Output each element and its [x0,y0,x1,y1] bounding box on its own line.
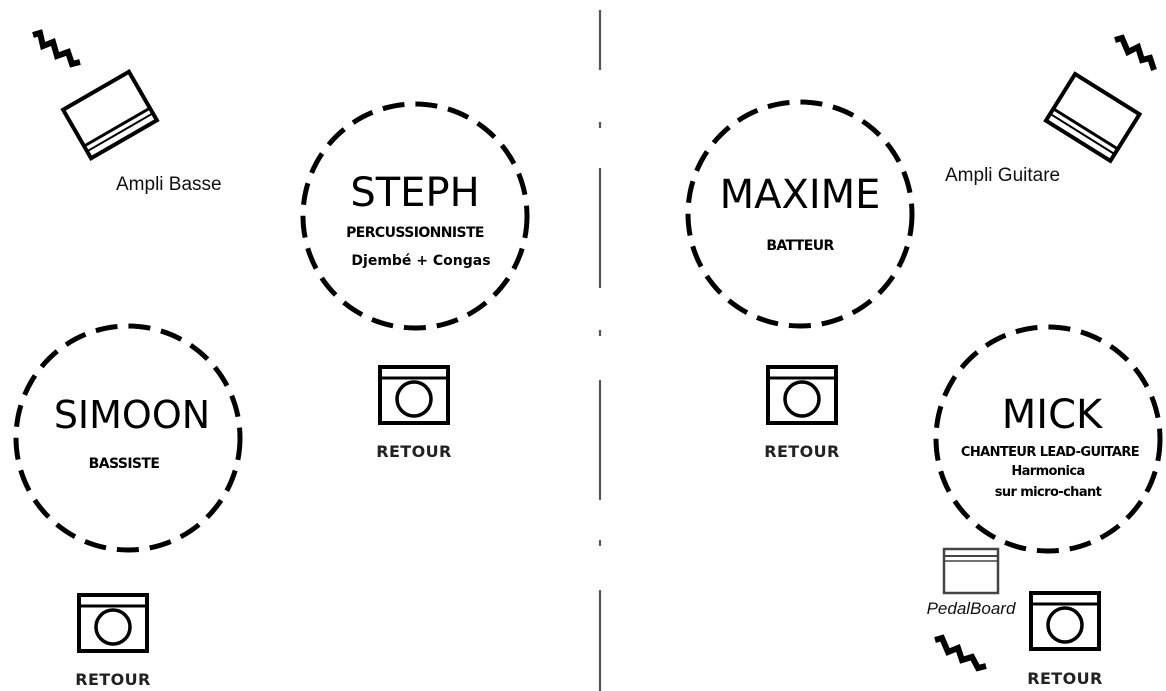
lightning-bolt-icon [32,29,81,68]
musician-name: MICK [1002,392,1104,438]
monitor-steph: RETOUR [376,365,451,461]
amp-icon [1043,71,1143,164]
bass-amp-label: Ampli Basse [116,174,222,195]
pedalboard: PedalBoard [927,547,1016,672]
musician-detail: sur micro-chant [995,485,1102,500]
musician-name: SIMOON [54,393,210,437]
monitor-label: RETOUR [75,670,150,689]
musician-role: PERCUSSIONNISTE [346,225,484,241]
monitor-label: RETOUR [376,442,451,461]
monitor-label: RETOUR [764,442,839,461]
position-circle [933,324,1163,554]
musician-role: CHANTEUR LEAD-GUITARE [961,445,1139,460]
position-circle [685,99,915,329]
pedalboard-label: PedalBoard [927,599,1016,618]
musician-detail: Harmonica [1011,464,1084,479]
guitar-amp-label: Ampli Guitare [945,165,1060,186]
monitor-maxime: RETOUR [764,365,839,461]
lightning-bolt-icon [1114,34,1157,71]
pedalboard-icon [942,547,1000,595]
monitor-wedge-icon [378,365,450,425]
lightning-bolt-icon [934,634,987,672]
musician-maxime: MAXIME BATTEUR [685,99,915,329]
monitor-simoon: RETOUR [75,593,150,689]
musician-name: MAXIME [720,172,881,218]
bass-amp: Ampli Basse [32,29,222,195]
position-circle [13,323,243,553]
monitor-wedge-icon [1029,591,1101,651]
musician-mick: MICK CHANTEUR LEAD-GUITARE Harmonica sur… [933,324,1163,554]
musician-simoon: SIMOON BASSISTE [13,323,243,553]
monitor-wedge-icon [766,365,838,425]
monitor-mick: RETOUR [1027,591,1102,688]
guitar-amp: Ampli Guitare [945,34,1157,186]
position-circle [300,101,530,331]
musician-role: BATTEUR [766,238,834,254]
amp-icon [60,69,160,161]
monitor-wedge-icon [77,593,149,653]
musician-role: BASSISTE [89,456,160,472]
musician-detail: Djembé + Congas [351,253,490,269]
musician-steph: STEPH PERCUSSIONNISTE Djembé + Congas [300,101,530,331]
monitor-label: RETOUR [1027,669,1102,688]
musician-name: STEPH [350,170,479,216]
